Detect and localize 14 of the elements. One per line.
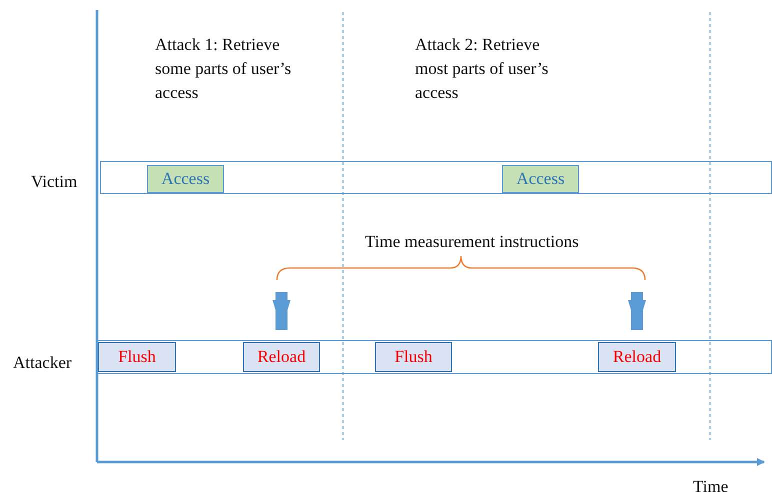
arrow	[272, 292, 290, 330]
brace-label: Time measurement instructions	[365, 231, 580, 253]
attack-description: Attack 2: Retrieve most parts of user’s access	[415, 34, 550, 104]
lane-label: Attacker	[13, 352, 72, 374]
operation-box: Reload	[598, 342, 676, 372]
operation-box: Reload	[243, 342, 320, 372]
operation-box: Flush	[98, 342, 176, 372]
axis-label: Time	[693, 476, 730, 492]
access-box: Access	[147, 165, 224, 193]
access-box: Access	[502, 165, 579, 193]
attack-description: Attack 1: Retrieve some parts of user’s access	[155, 34, 292, 104]
lane-label: Victim	[31, 171, 78, 193]
arrow	[628, 292, 646, 330]
operation-box: Flush	[375, 342, 452, 372]
